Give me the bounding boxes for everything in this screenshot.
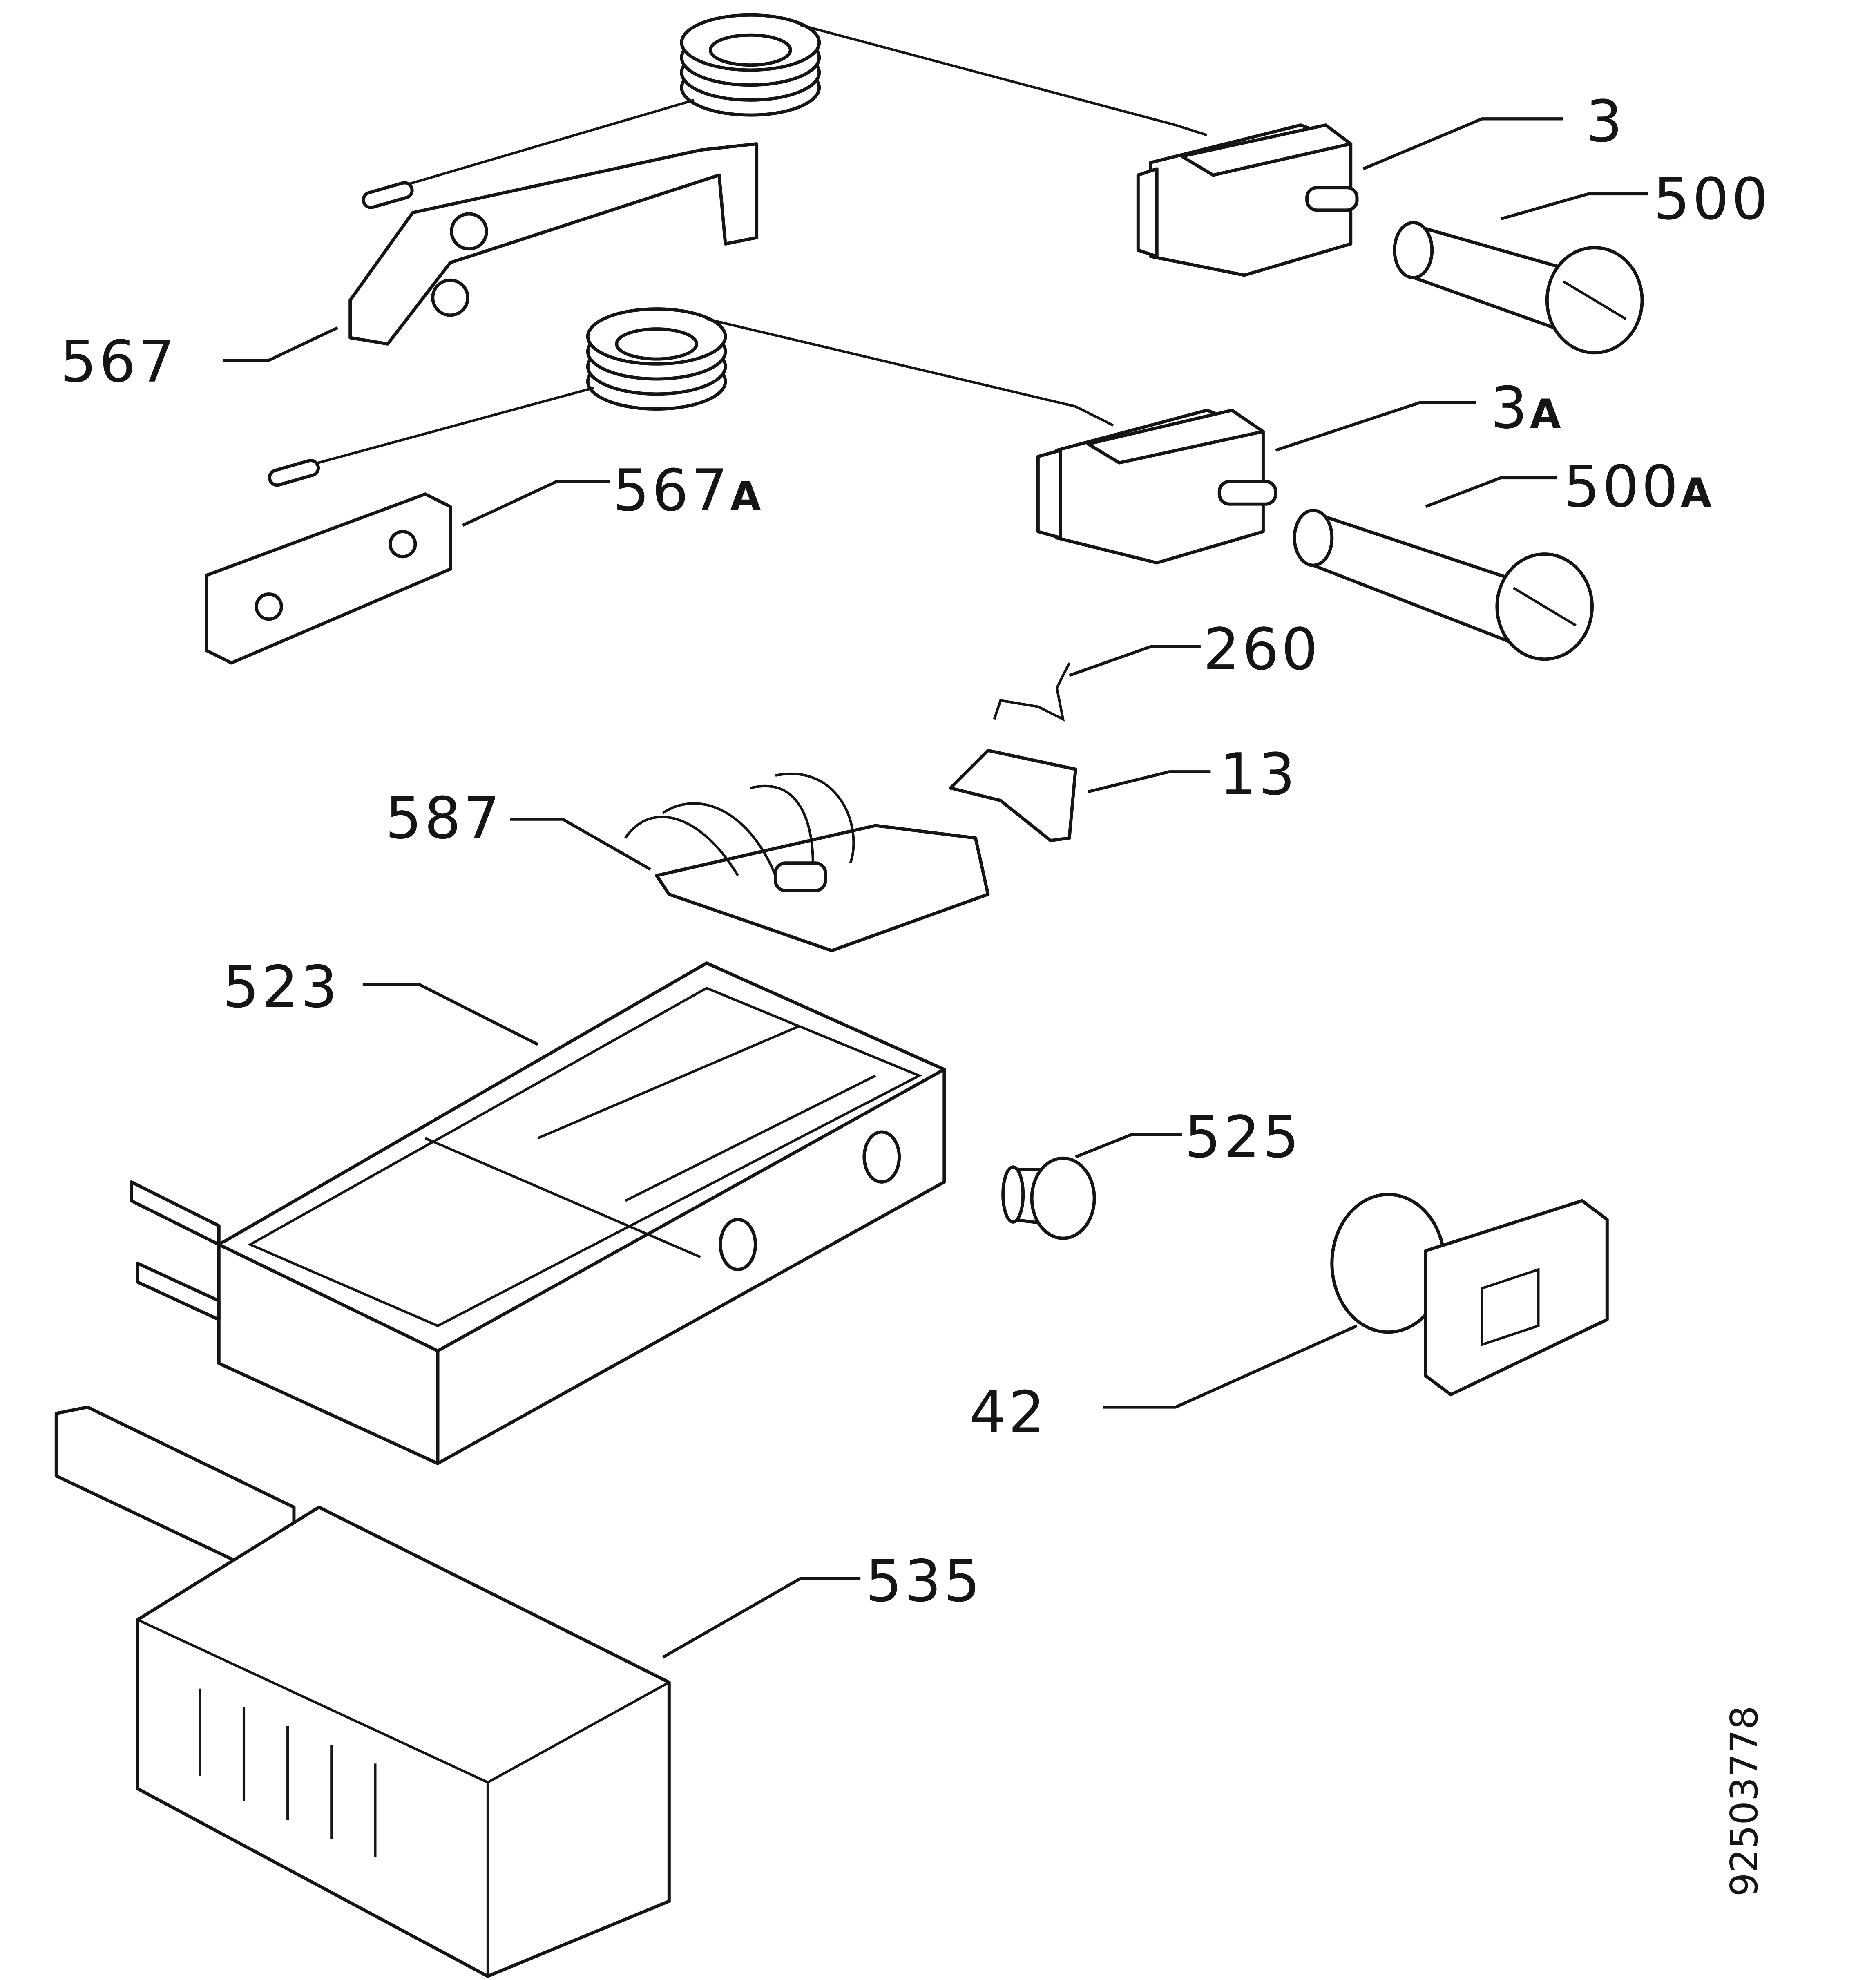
terminal-block-587 xyxy=(624,772,990,952)
document-number: 92503778 xyxy=(1722,1706,1766,1897)
knob-500a xyxy=(1293,509,1594,661)
clip-567a xyxy=(205,492,452,665)
clip-567 xyxy=(348,142,759,346)
thermostat-3a xyxy=(268,307,1277,565)
label-587: 587 xyxy=(385,785,502,852)
label-260: 260 xyxy=(1203,616,1320,683)
label-567a: 567A xyxy=(613,457,764,524)
label-42: 42 xyxy=(969,1379,1047,1446)
button-525 xyxy=(1001,1156,1096,1240)
cover-535 xyxy=(54,1405,671,1978)
knob-500 xyxy=(1393,221,1644,355)
label-13: 13 xyxy=(1219,741,1298,808)
leader-lines xyxy=(222,117,1648,1659)
label-500a: 500A xyxy=(1563,454,1714,521)
label-525: 525 xyxy=(1184,1104,1302,1171)
label-567: 567 xyxy=(60,329,177,396)
bracket-13 xyxy=(949,749,1077,843)
label-3: 3 xyxy=(1586,88,1625,155)
lamp-holder-42 xyxy=(1330,1193,1609,1397)
label-523: 523 xyxy=(223,954,340,1021)
label-535: 535 xyxy=(865,1548,983,1615)
label-500: 500 xyxy=(1653,166,1771,233)
housing-523 xyxy=(130,961,946,1465)
label-3a: 3A xyxy=(1491,375,1563,442)
spring-260 xyxy=(993,662,1071,722)
thermostat-3 xyxy=(362,13,1359,277)
